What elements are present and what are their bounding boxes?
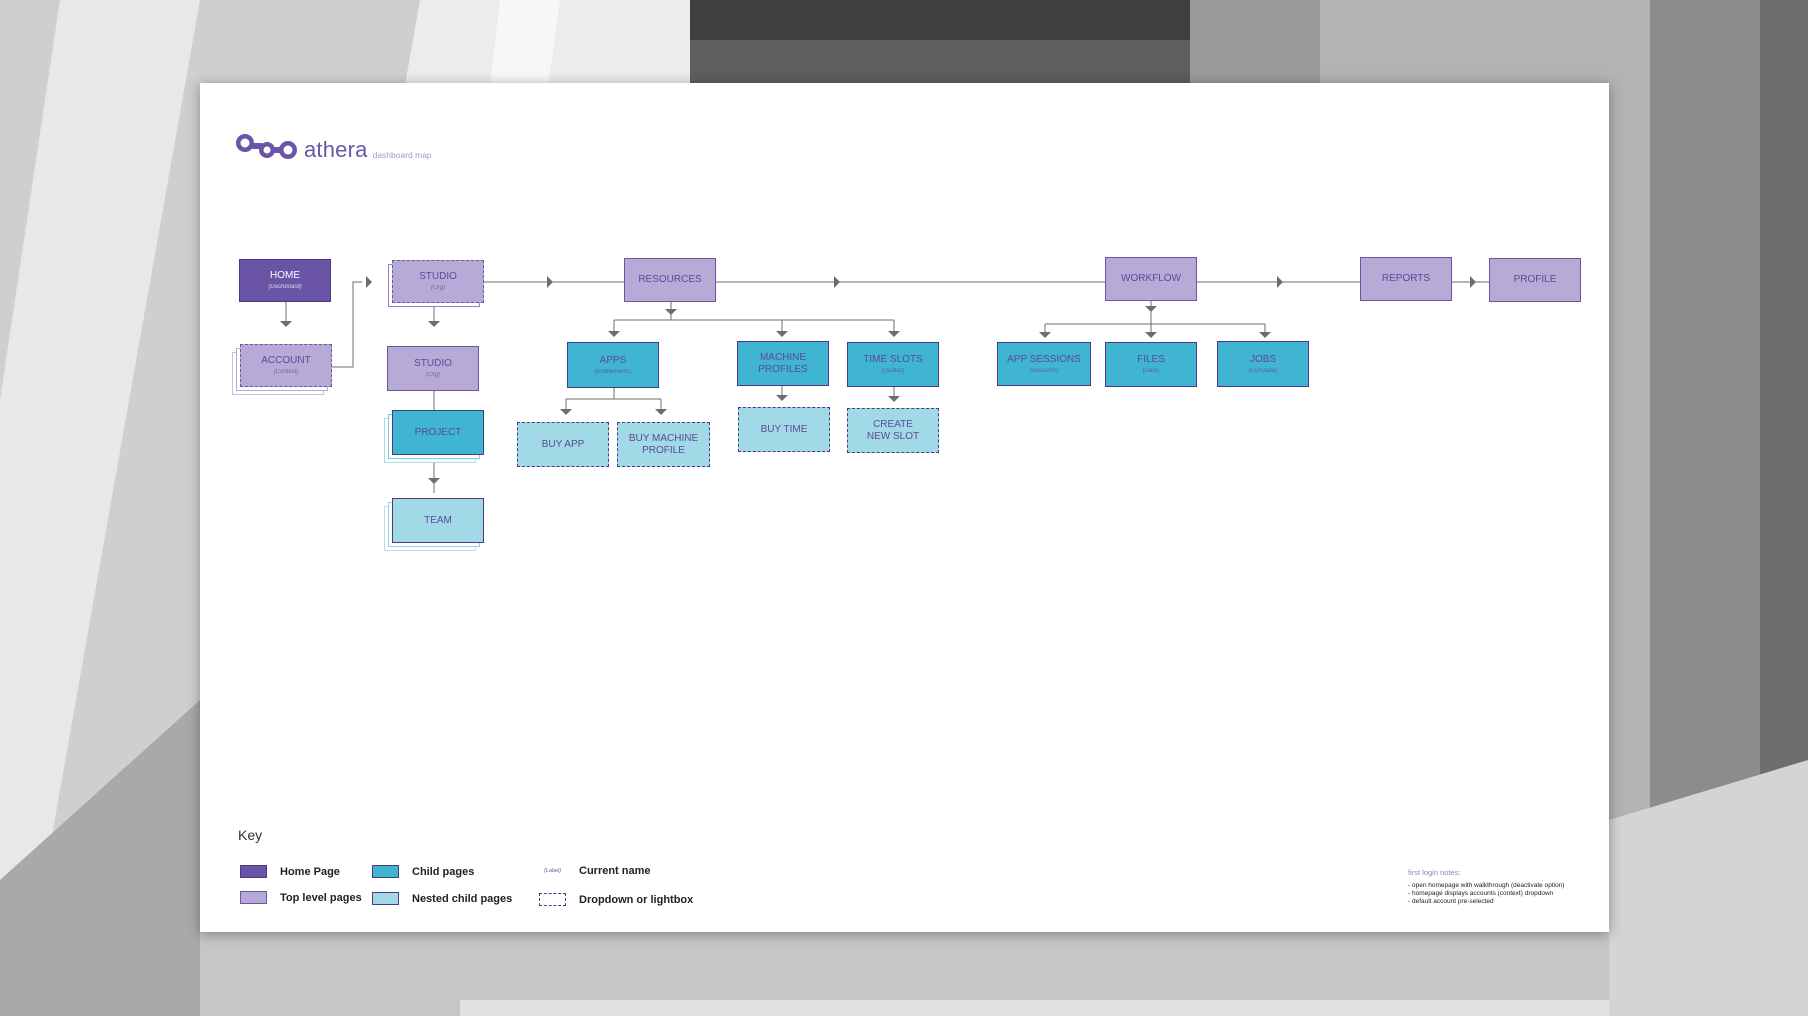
key-swatch-home — [240, 865, 267, 878]
key-label-sample: (Label) — [543, 868, 562, 874]
note-line: - default account pre-selected — [1408, 898, 1494, 905]
note-line: - open homepage with walkthrough (deacti… — [1408, 882, 1565, 889]
node-resources[interactable]: RESOURCES — [624, 258, 716, 302]
first-login-notes: first login notes: - open homepage with … — [1408, 868, 1598, 906]
node-account-sub: (Context) — [273, 369, 299, 375]
node-app-sessions-label: APP SESSIONS — [1007, 353, 1081, 365]
node-time-slots[interactable]: TIME SLOTS (Quotas) — [847, 342, 939, 387]
node-team[interactable]: TEAM — [392, 498, 484, 543]
key-swatch-dashed — [539, 893, 566, 906]
key-dropdown-or-lightbox-label: Dropdown or lightbox — [579, 893, 694, 906]
notes-title: first login notes: — [1408, 868, 1461, 877]
key-dropdown-or-lightbox: Dropdown or lightbox — [539, 893, 693, 906]
node-studio-top[interactable]: STUDIO (Org) — [392, 260, 484, 303]
key-swatch-nested — [372, 892, 399, 905]
node-files-sub: (Data) — [1142, 368, 1160, 374]
node-profile-label: PROFILE — [1513, 274, 1557, 285]
athera-logo: athera dashboard map — [236, 133, 432, 161]
node-jobs[interactable]: JOBS (Compute) — [1217, 341, 1309, 387]
key-swatch-top — [240, 891, 267, 904]
node-workflow-label: WORKFLOW — [1121, 273, 1181, 284]
node-time-slots-sub: (Quotas) — [881, 368, 905, 374]
node-account-label: ACCOUNT — [261, 355, 311, 366]
key-title: Key — [238, 827, 263, 843]
note-line: - homepage displays accounts (context) d… — [1408, 890, 1554, 897]
key-top-level-pages: Top level pages — [240, 891, 362, 904]
node-jobs-sub: (Compute) — [1248, 367, 1278, 374]
node-workflow[interactable]: WORKFLOW — [1105, 257, 1197, 301]
node-buy-app-label: BUY APP — [541, 438, 585, 450]
node-files[interactable]: FILES (Data) — [1105, 342, 1197, 387]
node-apps-label: APPS — [599, 354, 627, 366]
node-reports-label: REPORTS — [1381, 273, 1431, 284]
node-time-slots-label: TIME SLOTS — [863, 354, 923, 365]
node-buy-time-label: BUY TIME — [760, 423, 808, 435]
key-nested-child-pages: Nested child pages — [372, 892, 512, 905]
logo-wordmark: athera — [304, 137, 368, 162]
node-buy-machine-profile[interactable]: BUY MACHINE PROFILE — [617, 422, 710, 467]
key-child-pages-label: Child pages — [412, 865, 475, 878]
node-machine-profiles-label: MACHINE PROFILES — [758, 351, 808, 375]
node-jobs-label: JOBS — [1249, 353, 1277, 365]
node-resources-label: RESOURCES — [638, 274, 702, 285]
node-buy-time[interactable]: BUY TIME — [738, 407, 830, 452]
node-team-label: TEAM — [424, 514, 452, 526]
node-studio-top-sub: (Org) — [431, 285, 445, 291]
node-apps[interactable]: APPS (Entitlements) — [567, 342, 659, 388]
athera-logo-mark — [236, 134, 297, 159]
node-files-label: FILES — [1137, 354, 1165, 365]
node-studio[interactable]: STUDIO (Org) — [387, 346, 479, 391]
key-current-name-label: Current name — [579, 865, 651, 877]
node-create-new-slot[interactable]: CREATE NEW SLOT — [847, 408, 939, 453]
key-swatch-child — [372, 865, 399, 878]
key-child-pages: Child pages — [372, 865, 474, 878]
node-machine-profiles[interactable]: MACHINE PROFILES — [737, 341, 829, 386]
node-account[interactable]: ACCOUNT (Context) — [240, 344, 332, 387]
node-app-sessions[interactable]: APP SESSIONS (Sessions) — [997, 342, 1091, 386]
key-nested-child-pages-label: Nested child pages — [412, 892, 513, 905]
node-studio-sub: (Org) — [426, 372, 440, 378]
node-studio-top-label: STUDIO — [419, 271, 457, 282]
key-top-level-pages-label: Top level pages — [280, 891, 362, 904]
dashboard-map-board: athera dashboard map HOME (Dashboard) AC… — [200, 83, 1609, 932]
node-studio-label: STUDIO — [414, 358, 452, 369]
key-current-name: (Label) Current name — [539, 865, 651, 877]
node-profile[interactable]: PROFILE — [1489, 258, 1581, 302]
node-app-sessions-sub: (Sessions) — [1029, 367, 1059, 374]
node-buy-machine-profile-label: BUY MACHINE PROFILE — [628, 432, 699, 456]
node-reports[interactable]: REPORTS — [1360, 257, 1452, 301]
node-home[interactable]: HOME (Dashboard) — [239, 259, 331, 302]
node-create-new-slot-label: CREATE NEW SLOT — [866, 418, 920, 442]
key-home-page: Home Page — [240, 865, 340, 878]
node-apps-sub: (Entitlements) — [594, 368, 632, 375]
key-home-page-label: Home Page — [280, 865, 340, 878]
logo-subtitle: dashboard map — [372, 150, 432, 160]
node-buy-app[interactable]: BUY APP — [517, 422, 609, 467]
node-project[interactable]: PROJECT — [392, 410, 484, 455]
node-home-label: HOME — [270, 270, 300, 281]
node-home-sub: (Dashboard) — [268, 284, 302, 290]
node-project-label: PROJECT — [414, 426, 462, 438]
